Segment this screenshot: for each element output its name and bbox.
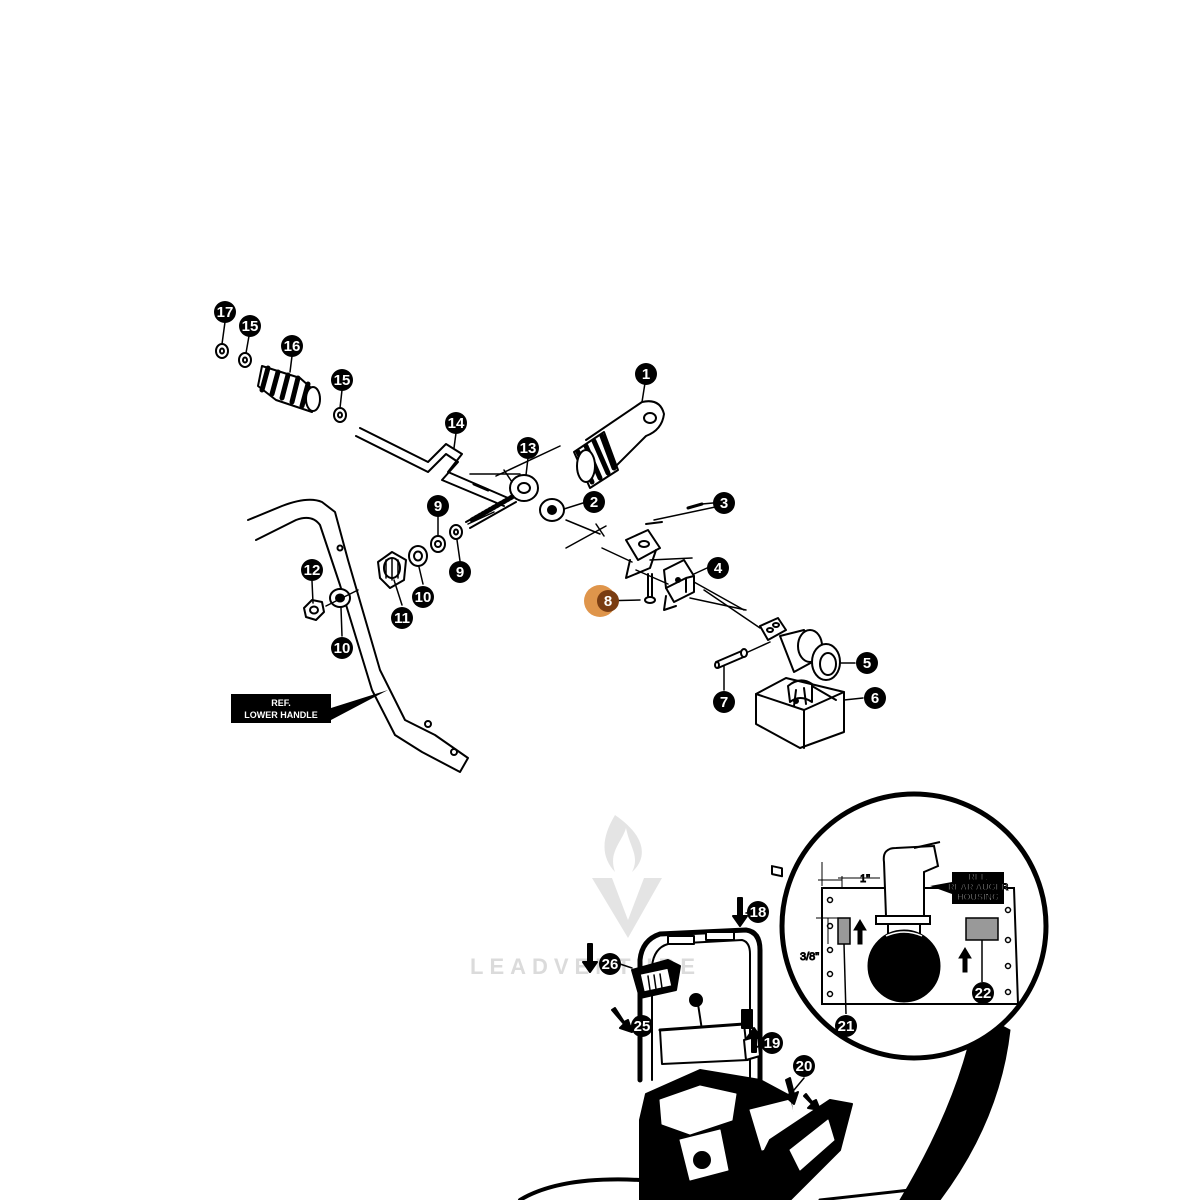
- pin-7-part: [714, 641, 771, 669]
- callout-21[interactable]: 21: [835, 1015, 857, 1037]
- callout-17[interactable]: 17: [214, 301, 236, 323]
- callout-9b[interactable]: 9: [449, 561, 471, 583]
- callout-22[interactable]: 22: [972, 982, 994, 1004]
- svg-text:11: 11: [394, 610, 410, 627]
- ref-rear-auger-line3: HOUSING: [957, 892, 999, 902]
- callout-10b[interactable]: 10: [331, 637, 353, 659]
- ref-rear-auger-line2: REAR AUGER: [948, 882, 1009, 892]
- svg-text:5: 5: [863, 655, 871, 672]
- callout-9a[interactable]: 9: [427, 495, 449, 517]
- svg-text:9: 9: [434, 498, 442, 515]
- callouts: 17 15 16 15 1 14 13 2 3 9 4 12 9 10 11 1…: [214, 301, 994, 1077]
- plate-holes: [826, 896, 1012, 998]
- lower-handle-part: [247, 498, 469, 773]
- callout-11[interactable]: 11: [391, 607, 413, 629]
- callout-14[interactable]: 14: [445, 412, 467, 434]
- svg-text:17: 17: [217, 304, 234, 321]
- dimension-lines: [816, 862, 880, 944]
- callout-6[interactable]: 6: [864, 687, 886, 709]
- svg-text:1: 1: [642, 366, 650, 383]
- ref-rear-auger-line1: REF.: [968, 872, 988, 882]
- bracket-part: [601, 502, 747, 611]
- callout-1[interactable]: 1: [635, 363, 657, 385]
- svg-text:9: 9: [456, 564, 464, 581]
- callout-19[interactable]: 19: [761, 1032, 783, 1054]
- callout-15b[interactable]: 15: [331, 369, 353, 391]
- mount-block-part: [755, 677, 845, 878]
- upper-assembly: [215, 321, 864, 878]
- svg-text:10: 10: [415, 589, 432, 606]
- svg-text:21: 21: [838, 1018, 855, 1035]
- callout-8-selected[interactable]: 8: [584, 585, 619, 617]
- svg-text:14: 14: [448, 415, 465, 432]
- svg-text:3: 3: [720, 495, 728, 512]
- callout-13[interactable]: 13: [517, 437, 539, 459]
- callout-16[interactable]: 16: [281, 335, 303, 357]
- callout-10a[interactable]: 10: [412, 586, 434, 608]
- svg-text:8: 8: [604, 593, 612, 610]
- svg-text:2: 2: [590, 494, 598, 511]
- svg-text:20: 20: [796, 1058, 813, 1075]
- callout-7[interactable]: 7: [713, 691, 735, 713]
- svg-text:19: 19: [764, 1035, 781, 1052]
- svg-text:22: 22: [975, 985, 992, 1002]
- watermark: LEADVENTURE: [470, 815, 695, 979]
- svg-text:7: 7: [720, 694, 728, 711]
- shift-shaft-part: [703, 589, 841, 681]
- bolt-8-part: [644, 573, 656, 604]
- svg-text:25: 25: [634, 1018, 651, 1035]
- svg-text:15: 15: [334, 372, 351, 389]
- ref-lower-handle-line1: REF.: [271, 698, 291, 708]
- ref-rear-auger-label: REF. REAR AUGER HOUSING: [930, 872, 1009, 904]
- ref-lower-handle-line2: LOWER HANDLE: [244, 710, 318, 720]
- svg-text:26: 26: [602, 956, 619, 973]
- svg-text:10: 10: [334, 640, 351, 657]
- callout-26[interactable]: 26: [599, 953, 621, 975]
- callout-25[interactable]: 25: [631, 1015, 653, 1037]
- callout-2[interactable]: 2: [583, 491, 605, 513]
- callout-12[interactable]: 12: [301, 559, 323, 581]
- callout-20[interactable]: 20: [793, 1055, 815, 1077]
- svg-text:16: 16: [284, 338, 301, 355]
- eyebolt-part: [465, 445, 561, 529]
- ref-lower-handle-label: REF. LOWER HANDLE: [231, 690, 388, 723]
- shift-rod-part: [355, 427, 509, 507]
- svg-text:4: 4: [714, 560, 723, 577]
- svg-text:12: 12: [304, 562, 321, 579]
- shift-lever-part: [573, 400, 665, 489]
- hardware-stack-part: [303, 511, 495, 621]
- svg-text:15: 15: [242, 318, 259, 335]
- callout-4[interactable]: 4: [707, 557, 729, 579]
- flame-v-logo-icon: [592, 815, 662, 938]
- dimension-1-inch: 1": [860, 873, 870, 885]
- callout-18[interactable]: 18: [747, 901, 769, 923]
- svg-text:6: 6: [871, 690, 879, 707]
- callout-5[interactable]: 5: [856, 652, 878, 674]
- callout-15a[interactable]: 15: [239, 315, 261, 337]
- washer-2-part: [539, 498, 607, 549]
- svg-text:18: 18: [750, 904, 767, 921]
- handle-grip-part: [215, 343, 347, 423]
- dimension-3-8-inch: 3/8": [800, 951, 819, 963]
- svg-text:13: 13: [520, 440, 537, 457]
- callout-3[interactable]: 3: [713, 492, 735, 514]
